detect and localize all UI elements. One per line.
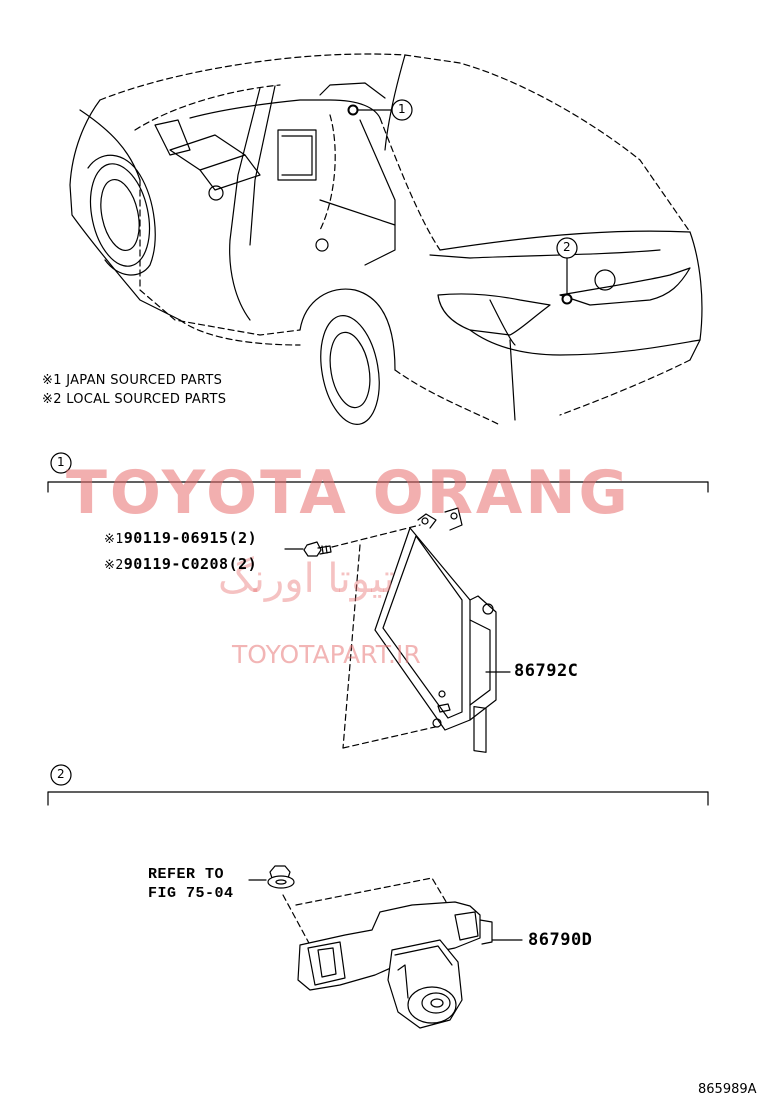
note-japan-sourced: ※1 JAPAN SOURCED PARTS xyxy=(42,373,223,388)
note-local-sourced: ※2 LOCAL SOURCED PARTS xyxy=(42,392,227,407)
refer-fig-label: FIG 75-04 xyxy=(148,885,234,902)
bolt-part-number-local: ※290119-C0208(2) xyxy=(104,555,257,573)
bolt-icon xyxy=(284,541,332,557)
control-module-illustration xyxy=(331,507,511,753)
camera-illustration xyxy=(282,877,523,1029)
bolt-part-number-japan: ※190119-06915(2) xyxy=(104,529,257,547)
bolt-japan-prefix: ※1 xyxy=(104,532,124,547)
clip-icon xyxy=(248,865,295,889)
section-1-marker: 1 xyxy=(57,455,65,469)
car-callout-2: 2 xyxy=(563,240,571,254)
watermark-brand: TOYOTA ORANG xyxy=(66,458,631,528)
diagram-id: 865989A xyxy=(698,1082,757,1097)
car-callout-1: 1 xyxy=(398,102,406,116)
watermark-site: TOYOTAPART.IR xyxy=(232,640,421,669)
section-2-frame xyxy=(47,764,709,806)
car-outline-illustration xyxy=(69,53,703,426)
section-1-frame xyxy=(47,452,709,493)
module-part-number: 86792C xyxy=(514,661,579,681)
bolt-local-number: 90119-C0208(2) xyxy=(123,555,258,573)
section-2-marker: 2 xyxy=(57,767,65,781)
camera-part-number: 86790D xyxy=(528,930,593,950)
bolt-local-prefix: ※2 xyxy=(104,558,124,573)
bolt-japan-number: 90119-06915(2) xyxy=(123,529,258,547)
refer-to-label: REFER TO xyxy=(148,866,225,883)
watermark-persian: تیوتا اورنگ xyxy=(218,556,395,602)
